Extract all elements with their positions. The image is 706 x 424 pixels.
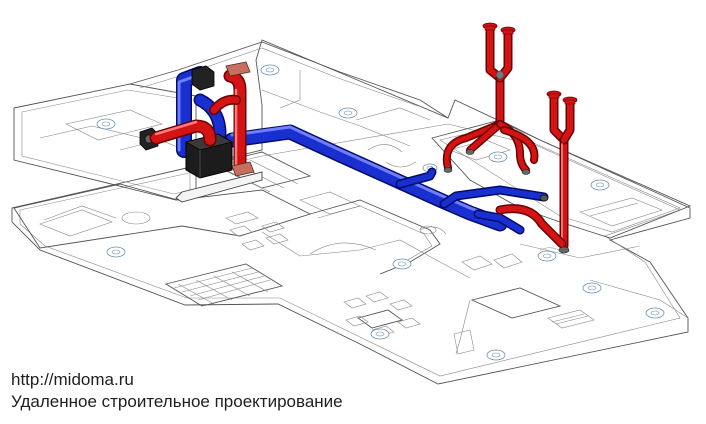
exhaust-riser-twin-right bbox=[549, 93, 575, 251]
ceiling-diffuser-icon bbox=[96, 118, 116, 130]
floor-plan bbox=[11, 39, 692, 385]
arch bbox=[309, 242, 377, 255]
exhaust-branch-kitchen bbox=[495, 204, 567, 249]
chair bbox=[265, 233, 289, 245]
supply-branch-2 bbox=[439, 185, 549, 209]
room-divider bbox=[355, 107, 431, 121]
ceiling-diffuser-icon bbox=[392, 258, 412, 270]
exhaust-elbow bbox=[209, 94, 241, 115]
wall-seg bbox=[39, 125, 151, 141]
bathroom-upper bbox=[65, 109, 163, 141]
fixture bbox=[493, 253, 523, 269]
door-swing bbox=[419, 226, 447, 235]
wall-center bbox=[309, 199, 441, 275]
staircase bbox=[164, 263, 284, 307]
roof-vent-cap-icon bbox=[500, 26, 516, 35]
slab-outline-inner bbox=[19, 123, 681, 377]
exhaust-grille bbox=[225, 61, 251, 77]
sofa bbox=[39, 209, 113, 237]
bed bbox=[579, 197, 663, 227]
exhaust-grille bbox=[465, 149, 475, 155]
wall-seg bbox=[261, 231, 361, 257]
wall-seg bbox=[519, 243, 641, 259]
column bbox=[419, 225, 437, 235]
ceiling-diffuser-icon bbox=[582, 282, 602, 294]
diffusers bbox=[96, 64, 665, 361]
exhaust-grille bbox=[521, 169, 531, 175]
exhaust-base bbox=[558, 246, 570, 254]
door-swing bbox=[367, 144, 403, 153]
tagline: Удаленное строительное проектирование bbox=[11, 392, 343, 411]
chair bbox=[229, 225, 253, 237]
ceiling-diffuser-icon bbox=[537, 250, 557, 262]
damper-icon bbox=[495, 70, 505, 80]
dining-set bbox=[343, 291, 421, 337]
room-divider bbox=[279, 70, 301, 109]
wall-center-inner bbox=[317, 205, 433, 263]
coffee-table bbox=[121, 211, 151, 225]
chair bbox=[241, 239, 265, 251]
slab-outline bbox=[11, 39, 691, 385]
roof-vent-cap-icon bbox=[482, 22, 498, 31]
wall-seg bbox=[359, 239, 471, 279]
exhaust-base bbox=[231, 161, 255, 177]
back-wall bbox=[129, 41, 449, 119]
exhaust-intake bbox=[149, 119, 217, 147]
roof-vent-cap-icon bbox=[562, 96, 578, 105]
fixture bbox=[461, 255, 493, 271]
ceiling-diffuser-icon bbox=[645, 307, 665, 319]
sofa-back bbox=[43, 205, 117, 221]
table bbox=[225, 211, 259, 225]
ceiling-diffuser-icon bbox=[260, 64, 280, 76]
ceiling-diffuser-icon bbox=[370, 328, 390, 340]
ceiling-diffuser-icon bbox=[488, 151, 508, 163]
door-swing bbox=[385, 161, 417, 168]
room-upper-left bbox=[13, 83, 197, 201]
wall-seg bbox=[589, 279, 689, 319]
roof-vent-cap-icon bbox=[546, 90, 562, 99]
wall-band bbox=[175, 171, 263, 203]
exhaust-grille bbox=[443, 167, 453, 173]
supply-branch-3 bbox=[473, 209, 525, 235]
supply-branch-1 bbox=[395, 167, 437, 189]
ceiling-diffuser-icon bbox=[590, 179, 610, 191]
bench bbox=[299, 191, 361, 215]
ceiling-diffuser-icon bbox=[106, 246, 126, 258]
room-lower-left bbox=[13, 183, 312, 249]
bed-line bbox=[589, 202, 639, 217]
kitchen bbox=[453, 287, 595, 355]
back-wall-inner bbox=[139, 47, 419, 107]
ceiling-diffuser-icon bbox=[338, 107, 358, 119]
exhaust-ducts bbox=[149, 22, 578, 254]
supply-outlet bbox=[539, 194, 549, 202]
site-url[interactable]: http://midoma.ru bbox=[11, 370, 134, 389]
ceiling-diffuser-icon bbox=[486, 349, 506, 361]
chair bbox=[261, 221, 285, 233]
room-divider bbox=[261, 89, 411, 147]
exhaust-branches-left bbox=[442, 120, 539, 174]
